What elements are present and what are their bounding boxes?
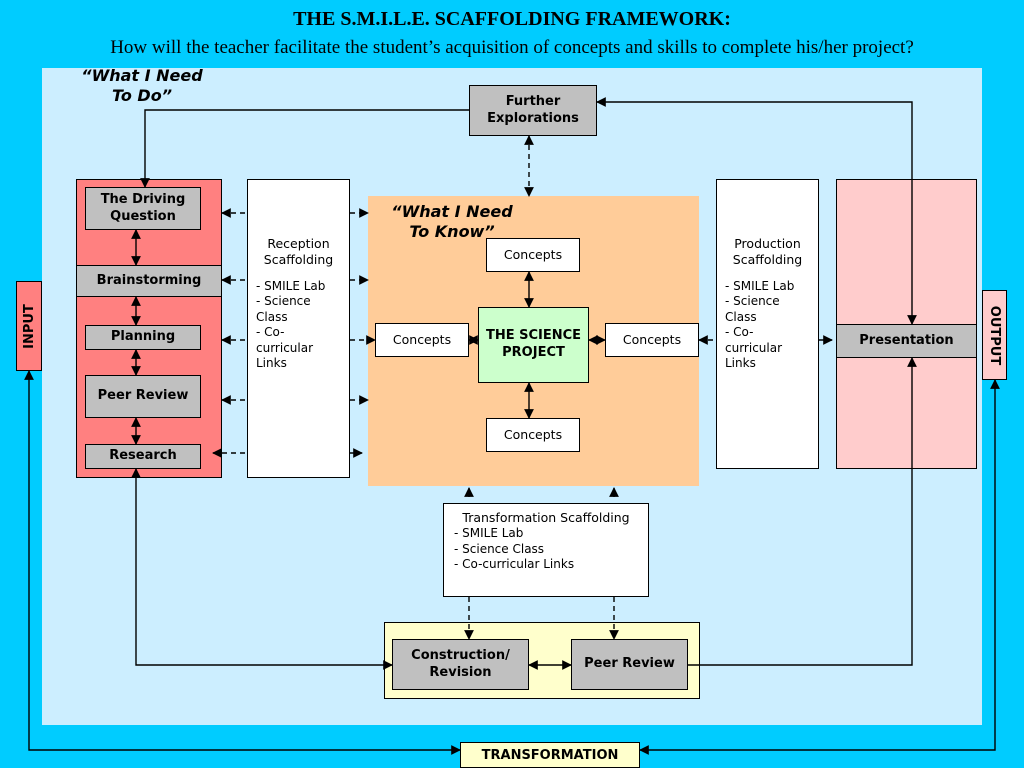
- construction-peer-review-box[interactable]: Peer Review: [571, 639, 688, 690]
- construction-revision-box[interactable]: Construction/ Revision: [392, 639, 529, 690]
- concepts-right-box[interactable]: Concepts: [605, 323, 699, 357]
- transformation-items: - SMILE Lab - Science Class - Co-curricu…: [454, 526, 575, 572]
- presentation-box[interactable]: Presentation: [836, 324, 977, 358]
- what-i-need-to-do-label: “What I Need To Do”: [81, 66, 203, 105]
- transformation-label-text: TRANSFORMATION: [481, 747, 619, 763]
- reception-items: - SMILE Lab - Science Class - Co-curricu…: [256, 278, 326, 371]
- research-box[interactable]: Research: [85, 444, 201, 469]
- production-scaffolding-box: Production Scaffolding - SMILE Lab - Sci…: [716, 179, 819, 469]
- reception-heading: Reception Scaffolding: [263, 236, 334, 268]
- transformation-heading: Transformation Scaffolding: [462, 510, 630, 525]
- page-subtitle: How will the teacher facilitate the stud…: [110, 37, 914, 58]
- concepts-left-box[interactable]: Concepts: [375, 323, 469, 357]
- what-i-need-to-know-label: “What I Need To Know”: [391, 202, 513, 241]
- output-label: OUTPUT: [982, 290, 1007, 380]
- peer-review-box[interactable]: Peer Review: [85, 375, 201, 418]
- reception-scaffolding-box: Reception Scaffolding - SMILE Lab - Scie…: [247, 179, 350, 478]
- driving-question-box[interactable]: The Driving Question: [85, 187, 201, 230]
- further-explorations-box[interactable]: Further Explorations: [469, 85, 597, 136]
- production-heading: Production Scaffolding: [732, 236, 803, 268]
- planning-box[interactable]: Planning: [85, 325, 201, 350]
- output-label-text: OUTPUT: [987, 305, 1002, 365]
- production-items: - SMILE Lab - Science Class - Co-curricu…: [725, 278, 795, 371]
- brainstorming-box[interactable]: Brainstorming: [76, 265, 222, 297]
- input-label: INPUT: [16, 281, 42, 371]
- transformation-scaffolding-box: Transformation Scaffolding - SMILE Lab -…: [443, 503, 649, 597]
- transformation-label: TRANSFORMATION: [460, 742, 640, 768]
- page-title: THE S.M.I.L.E. SCAFFOLDING FRAMEWORK:: [293, 8, 731, 30]
- concepts-top-box[interactable]: Concepts: [486, 238, 580, 272]
- science-project-box[interactable]: THE SCIENCE PROJECT: [478, 307, 589, 383]
- input-label-text: INPUT: [21, 303, 37, 349]
- concepts-bottom-box[interactable]: Concepts: [486, 418, 580, 452]
